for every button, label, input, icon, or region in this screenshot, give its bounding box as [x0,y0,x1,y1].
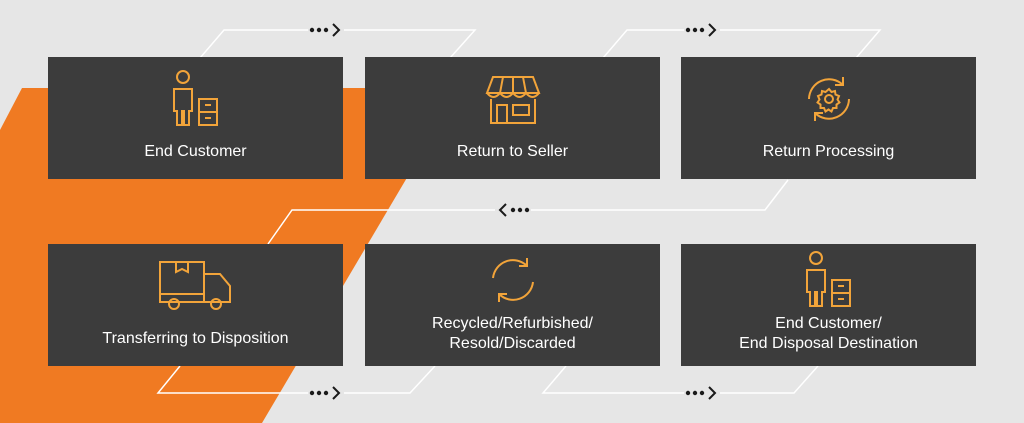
connector-row1-a [199,29,477,59]
step-label-line: Resold/Discarded [449,335,576,352]
step-label-line: End Customer/ [775,315,882,332]
step-label: Recycled/Refurbished/ Resold/Discarded [365,314,660,354]
step-end-disposal-destination: End Customer/ End Disposal Destination [681,244,976,366]
flow-arrow-right-icon [684,385,720,401]
step-label: Return to Seller [456,143,569,160]
step-transferring-to-disposition: Transferring to Disposition [48,244,343,366]
step-end-customer: End Customer [48,57,343,179]
person-with-boxes-icon [172,70,218,126]
step-recycled-refurbished: Recycled/Refurbished/ Resold/Discarded [365,244,660,366]
flow-arrow-left-icon [495,202,531,218]
step-label: End Customer/ End Disposal Destination [681,314,976,354]
storefront-icon [485,76,540,124]
step-return-to-seller: Return to Seller [365,57,660,179]
step-label-line: Recycled/Refurbished/ [432,315,593,332]
step-label: Return Processing [762,143,895,160]
recycle-arrows-icon [491,258,534,302]
flow-arrow-right-icon [308,22,344,38]
connector-row2-b [541,365,819,394]
connector-row2-a [156,365,436,394]
step-label: Transferring to Disposition [102,330,289,347]
connector-row1-b [602,29,882,59]
person-with-boxes-icon [805,251,851,307]
flow-arrow-right-icon [308,385,344,401]
delivery-truck-icon [158,261,231,310]
step-return-processing: Return Processing [681,57,976,179]
step-label-line: End Disposal Destination [739,335,918,352]
step-label: End Customer [144,143,247,160]
gear-cycle-icon [807,77,850,121]
flow-arrow-right-icon [684,22,720,38]
